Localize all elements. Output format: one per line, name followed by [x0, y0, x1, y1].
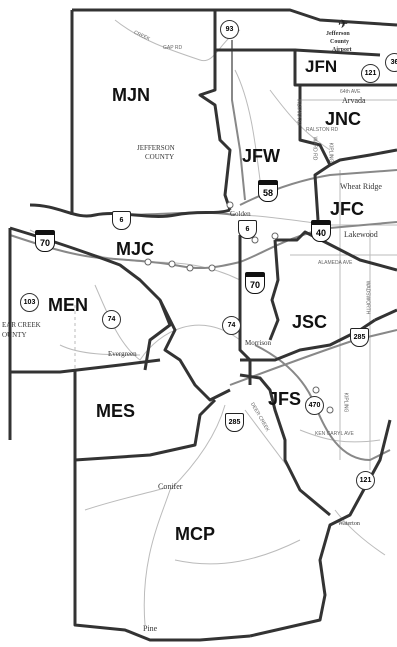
airport-label-line1: Jefferson — [326, 31, 350, 37]
district-label-mes: MES — [96, 401, 136, 421]
shield-285-south: 285 — [225, 413, 244, 432]
district-label-jfs: JFS — [268, 389, 302, 409]
shield-36: 36 — [385, 53, 397, 72]
road-285-south — [143, 404, 226, 626]
boundary-jfs-west — [239, 373, 331, 517]
airport-label-line3: Airport — [332, 47, 352, 53]
interchange-dot — [226, 201, 234, 209]
highway-58 — [239, 169, 397, 206]
shield-103: 103 — [20, 293, 39, 312]
clear-creek-label-line2: OUNTY — [2, 331, 27, 339]
boundary-men-south — [10, 358, 161, 374]
road-north-2 — [269, 89, 331, 151]
road-label-64th: 64th AVE — [340, 89, 361, 95]
shield-us6-west: 6 — [112, 211, 131, 230]
road-label-ralston: RALSTON RD — [306, 127, 339, 133]
boundary-mjn-east — [198, 10, 232, 211]
place-arvada: Arvada — [342, 96, 366, 105]
boundary-jfn — [293, 48, 381, 85]
interchange-dot — [251, 236, 259, 244]
shield-285-east: 285 — [350, 328, 369, 347]
place-evergreen: Evergreen — [108, 350, 137, 358]
road-waterton — [334, 509, 386, 556]
place-golden: Golden — [230, 210, 251, 218]
interchange-dot — [208, 264, 216, 272]
shield-i70-central: 70 — [245, 272, 265, 294]
clear-creek-label-line1: EAR CREEK — [2, 321, 41, 329]
shield-74-east: 74 — [222, 316, 241, 335]
boundary-mcp-east — [249, 419, 392, 638]
place-waterton: Waterton — [338, 521, 360, 527]
interchange-dot — [271, 232, 279, 240]
boundary-jsc-west — [268, 239, 280, 341]
interchange-dot — [186, 264, 194, 272]
county-label-line1: JEFFERSON — [137, 144, 175, 152]
boundary-mcp-west — [73, 460, 251, 642]
boundary-mjc-men-south — [158, 299, 231, 402]
place-lakewood: Lakewood — [344, 230, 378, 239]
road-conifer-west — [84, 487, 166, 511]
highway-285 — [229, 329, 397, 386]
road-label-ward: WARD RD — [311, 136, 318, 161]
shield-121-north: 121 — [361, 64, 380, 83]
boundary-jnc-west — [298, 85, 332, 221]
road-north-1 — [234, 69, 261, 181]
boundary-mjc-jsc — [238, 235, 252, 385]
district-label-jnc: JNC — [325, 109, 362, 129]
interchange-dot — [168, 260, 176, 268]
road-label-kipling-north: KIPLING — [327, 142, 334, 163]
road-label-wadsworth: WADSWORTH — [364, 280, 371, 315]
place-conifer: Conifer — [158, 482, 183, 491]
road-label-ken-caryl: KEN CARYL AVE — [315, 431, 354, 437]
boundary-mes — [73, 370, 217, 462]
boundary-north — [72, 8, 397, 27]
district-label-mcp: MCP — [175, 524, 215, 544]
place-morrison: Morrison — [245, 339, 272, 347]
district-label-mjc: MJC — [116, 239, 155, 259]
district-label-mjn: MJN — [112, 85, 151, 105]
shield-40: 40 — [311, 220, 331, 242]
interchange-dot — [326, 406, 334, 414]
road-evergreen — [59, 344, 141, 356]
road-label-kipling-south: KIPLING — [342, 392, 349, 413]
interchange-dot — [144, 258, 152, 266]
place-wheat-ridge: Wheat Ridge — [340, 182, 382, 191]
county-label-line2: COUNTY — [145, 153, 175, 161]
shield-121-south: 121 — [356, 471, 375, 490]
road-deer-creek — [244, 409, 291, 471]
interchange-dot — [312, 386, 320, 394]
shield-93: 93 — [220, 20, 239, 39]
airport-label-line2: County — [330, 39, 350, 45]
boundary-jsc-east — [374, 308, 397, 322]
road-label-alameda: ALAMEDA AVE — [318, 260, 353, 266]
road-label-indiana: INDIANA ST — [295, 98, 302, 127]
shield-58: 58 — [258, 180, 278, 202]
district-label-jsc: JSC — [292, 312, 328, 332]
district-label-jfw: JFW — [242, 146, 280, 166]
shield-74-west: 74 — [102, 310, 121, 329]
airplane-icon: ✈ — [338, 17, 349, 31]
highway-93 — [231, 40, 246, 201]
shield-470: 470 — [305, 396, 324, 415]
road-label-gap-rd: GAP RD — [163, 45, 183, 51]
district-label-jfn: JFN — [305, 57, 338, 76]
district-label-men: MEN — [48, 295, 88, 315]
place-pine: Pine — [143, 624, 158, 633]
boundary-jnc-east — [329, 148, 397, 167]
road-ken-caryl — [299, 429, 381, 443]
district-label-jfc: JFC — [330, 199, 365, 219]
road-gap-rd — [114, 19, 241, 62]
shield-i70-west: 70 — [35, 230, 55, 252]
shield-us6-east: 6 — [238, 220, 257, 239]
road-south-loop — [174, 539, 301, 565]
